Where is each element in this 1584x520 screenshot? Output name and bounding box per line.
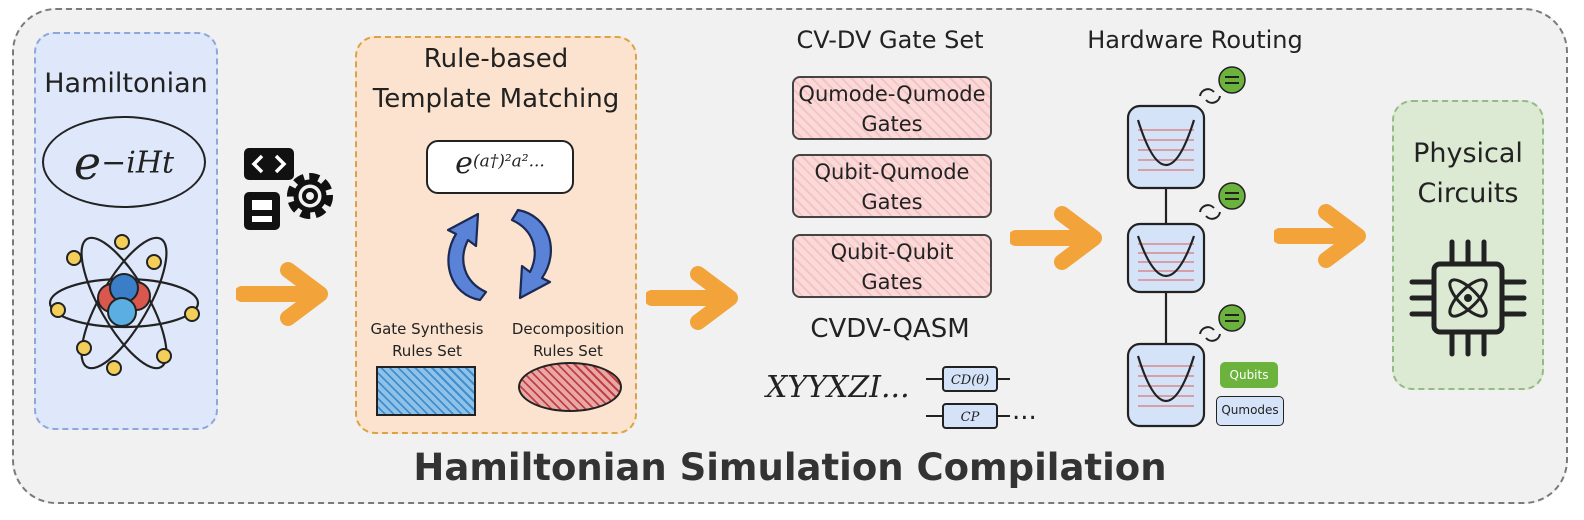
gate-qubit-qubit-line1: Qubit-Qubit [830,240,954,264]
gate-qubit-qubit: Qubit-Qubit Gates [792,234,992,298]
hamiltonian-formula-exp: −iHt [101,145,175,181]
routing-diagram [1126,66,1246,428]
gate-qumode-qumode-line1: Qumode-Qumode [798,82,986,106]
arrow-2 [646,266,738,330]
gate-qumode-qumode-line2: Gates [861,112,923,136]
decomposition-line1: Decomposition [511,320,625,338]
arrow-1 [236,262,328,326]
potential-well-1 [1136,119,1196,166]
decomposition-line2: Rules Set [533,342,603,360]
gate-qubit-qumode-line2: Gates [861,190,923,214]
outer-container [12,8,1568,504]
hamiltonian-panel [34,32,218,430]
decomposition-hatch [518,362,622,412]
gate-qubit-qumode-line1: Qubit-Qumode [814,160,970,184]
qubit-2 [1199,182,1246,220]
gate-set-title: CV-DV Gate Set [796,26,984,54]
hamiltonian-formula-base: e [73,136,102,190]
potential-well-3 [1136,355,1196,402]
rule-formula-exp: (a†)²a²... [472,151,545,172]
routing-title: Hardware Routing [1087,26,1303,54]
gate-qubit-qubit-line2: Gates [861,270,923,294]
rule-title-line1: Rule-based [423,44,569,74]
arrow-3 [1010,206,1102,270]
gate-synthesis-line1: Gate Synthesis [370,320,484,338]
qumode-box-3 [1126,342,1206,428]
cycle-arrows-icon [446,208,552,302]
atom-icon [48,234,200,376]
main-title: Hamiltonian Simulation Compilation [413,446,1167,489]
hamiltonian-formula-ellipse [42,116,206,208]
gate-synthesis-hatch [376,366,476,416]
arrow-4 [1274,204,1366,268]
rule-formula: e(a†)²a²... [426,146,574,181]
rule-formula-box [426,140,574,194]
pauli-string: XYYXZI... [766,370,910,405]
legend-qubits: Qubits [1220,362,1278,388]
physical-line1: Physical [1413,138,1523,169]
code-gear-icon [244,148,333,230]
rule-formula-base: e [455,146,473,181]
op-cp: CP [942,403,998,429]
qumode-box-2 [1126,222,1206,294]
qasm-label: CVDV-QASM [810,314,970,344]
qubit-1 [1199,66,1246,104]
quantum-chip-icon [1409,239,1527,357]
physical-line2: Circuits [1417,178,1519,209]
hamiltonian-label: Hamiltonian [44,68,208,99]
qumode-box-1 [1126,104,1206,190]
qubit-3 [1199,304,1246,342]
rule-title-line2: Template Matching [372,84,620,114]
trailing-ellipsis: ... [1012,396,1037,426]
gate-qumode-qumode: Qumode-Qumode Gates [792,76,992,140]
energy-levels-1 [1138,129,1194,171]
legend-qumodes: Qumodes [1216,396,1284,426]
gate-qubit-qumode: Qubit-Qumode Gates [792,154,992,218]
op-cd-theta: CD(θ) [942,366,998,392]
energy-levels-3 [1138,365,1194,407]
gate-synthesis-line2: Rules Set [392,342,462,360]
hamiltonian-formula: e−iHt [42,136,206,190]
energy-levels-2 [1138,243,1194,281]
potential-well-2 [1136,235,1196,278]
